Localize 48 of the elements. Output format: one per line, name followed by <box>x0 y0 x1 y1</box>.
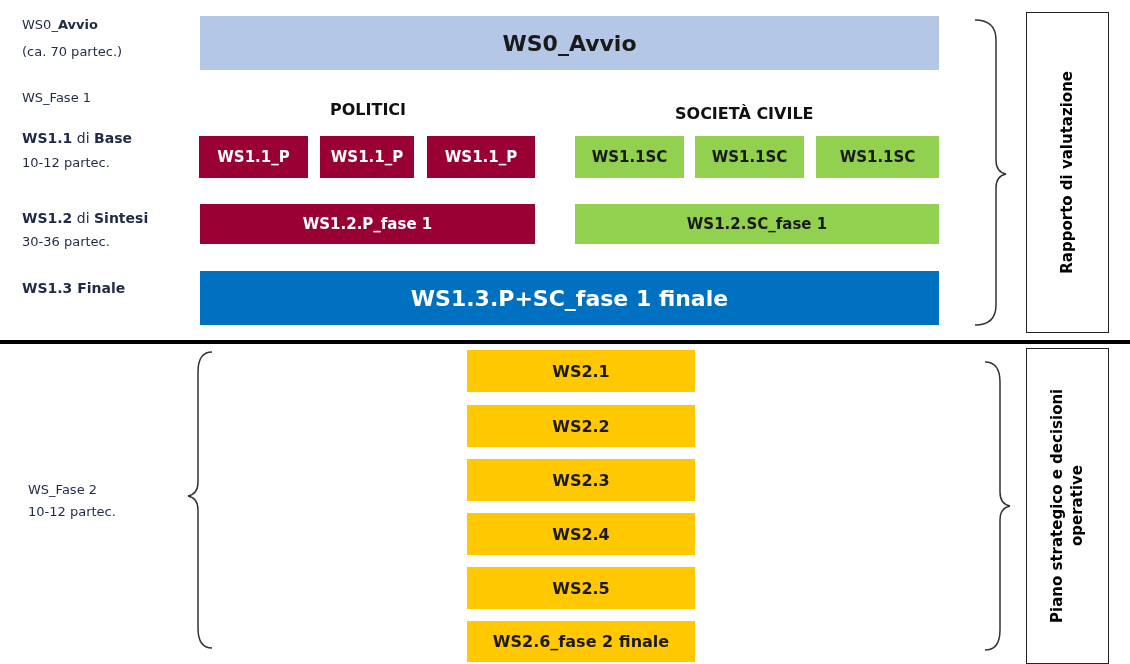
outcome-label: Piano strategico e decisioni operative <box>1048 387 1087 626</box>
workshop-box <box>575 204 939 244</box>
phase-label: WS_Fase 2 <box>28 482 98 497</box>
workshop-label: WS1.2.P_fase 1 <box>302 215 433 233</box>
participants-note: 10-12 partec. <box>28 504 116 519</box>
workshop-box <box>200 271 939 325</box>
workshop-label: WS0_Avvio <box>502 30 637 56</box>
workshop-box <box>695 136 804 178</box>
workshop-box <box>320 136 414 178</box>
workshop-label: WS1.1SC <box>711 148 788 166</box>
workshop-box <box>199 136 308 178</box>
workshop-label: WS2.3 <box>552 470 610 490</box>
workshop-label: WS1.1_P <box>330 148 404 166</box>
workshop-label: WS1.1SC <box>591 148 668 166</box>
workshop-label: WS1.2.SC_fase 1 <box>686 215 828 233</box>
phase-label: WS_Fase 1 <box>22 90 92 105</box>
phase-label: WS1.3 Finale <box>22 280 126 296</box>
workshop-box <box>467 567 695 609</box>
phase-label: WS1.1 di Base <box>22 130 132 146</box>
phase-label: WS1.2 di Sintesi <box>22 210 149 226</box>
workshop-label: WS2.6_fase 2 finale <box>492 632 670 651</box>
workshop-box <box>427 136 535 178</box>
workshop-box <box>467 513 695 555</box>
workshop-box <box>467 621 695 662</box>
workshop-box <box>200 204 535 244</box>
workshop-label: WS2.1 <box>552 361 610 381</box>
outcome-box <box>1026 12 1109 333</box>
group-heading: POLITICI <box>330 100 407 119</box>
workshop-label: WS1.1_P <box>444 148 518 166</box>
workshop-box <box>467 405 695 447</box>
workshop-label: WS2.4 <box>552 524 610 544</box>
workshop-box <box>467 350 695 392</box>
participants-note: 10-12 partec. <box>22 155 110 170</box>
workshop-box <box>200 16 939 70</box>
workshop-box <box>467 459 695 501</box>
workshop-label: WS1.3.P+SC_fase 1 finale <box>410 285 729 311</box>
workshop-box <box>816 136 939 178</box>
participants-note: (ca. 70 partec.) <box>22 44 123 59</box>
outcome-label: Rapporto di valutazione <box>1057 71 1077 274</box>
outcome-box <box>1026 348 1109 664</box>
workshop-label: WS2.5 <box>552 578 610 598</box>
workshop-label: WS1.1SC <box>839 148 916 166</box>
workshop-label: WS2.2 <box>552 416 610 436</box>
participants-note: 30-36 partec. <box>22 234 110 249</box>
workshop-box <box>575 136 684 178</box>
group-heading: SOCIETÀ CIVILE <box>675 104 814 123</box>
phase-label: WS0_Avvio <box>22 17 98 32</box>
workshop-label: WS1.1_P <box>217 148 290 166</box>
